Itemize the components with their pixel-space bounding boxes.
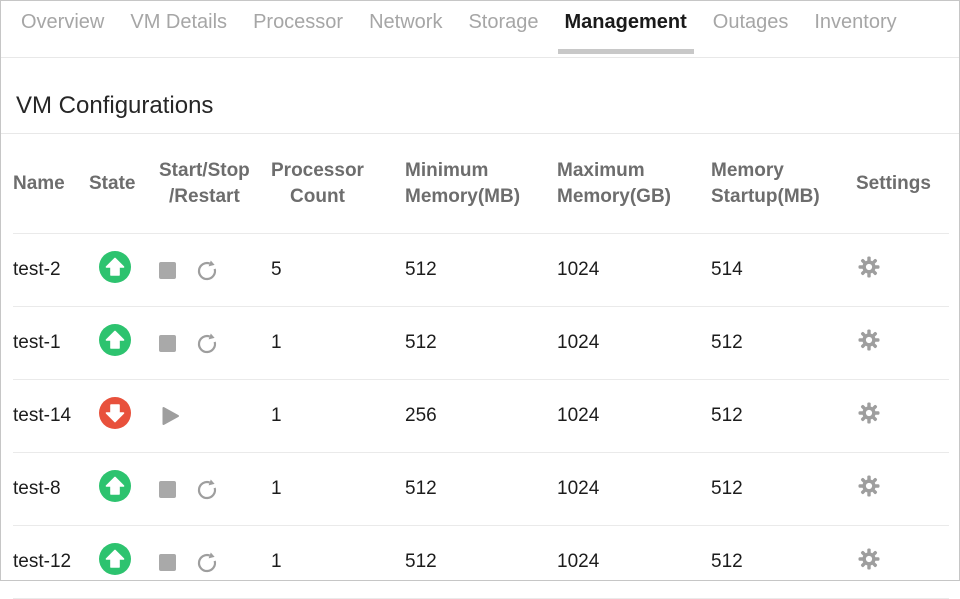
stop-icon[interactable] — [159, 480, 176, 498]
memory-startup-cell: 512 — [711, 525, 856, 599]
arrow-up-circle-icon — [99, 543, 131, 575]
gear-icon[interactable] — [858, 475, 880, 497]
column-header-settings: Settings — [856, 134, 949, 234]
tab-processor[interactable]: Processor — [253, 11, 344, 33]
gear-icon[interactable] — [858, 329, 880, 351]
memory-startup-cell: 512 — [711, 306, 856, 380]
maximum-memory-cell: 1024 — [557, 233, 711, 307]
maximum-memory-cell: 1024 — [557, 452, 711, 526]
vm-state-cell — [89, 525, 159, 599]
tab-network[interactable]: Network — [369, 11, 443, 33]
vm-name: test-14 — [13, 405, 72, 426]
restart-icon[interactable] — [195, 331, 219, 355]
tab-storage[interactable]: Storage — [468, 11, 539, 33]
vm-settings-cell — [856, 379, 949, 453]
maximum-memory-cell: 1024 — [557, 525, 711, 599]
vm-name: test-12 — [13, 551, 72, 572]
restart-icon[interactable] — [195, 550, 219, 574]
vm-settings-cell — [856, 233, 949, 307]
tab-bar: Overview VM Details Processor Network Storag… — [1, 1, 959, 58]
vm-name: test-8 — [13, 478, 61, 499]
memory-startup-cell: 514 — [711, 233, 856, 307]
minimum-memory-cell: 512 — [405, 306, 557, 380]
arrow-up-circle-icon — [99, 470, 131, 502]
play-icon[interactable] — [159, 404, 181, 428]
vm-actions-cell — [159, 452, 271, 526]
processor-count-cell: 1 — [271, 306, 405, 380]
memory-startup-cell: 512 — [711, 452, 856, 526]
processor-count-cell: 1 — [271, 525, 405, 599]
vm-name: test-2 — [13, 259, 61, 280]
minimum-memory-cell: 256 — [405, 379, 557, 453]
tab-management[interactable]: Management — [557, 1, 695, 57]
vm-settings-cell — [856, 306, 949, 380]
maximum-memory-cell: 1024 — [557, 379, 711, 453]
vm-name-cell: test-8 — [13, 452, 89, 526]
arrow-down-circle-icon — [99, 397, 131, 429]
vm-name-cell: test-14 — [13, 379, 89, 453]
vm-actions-cell — [159, 306, 271, 380]
memory-startup-cell: 512 — [711, 379, 856, 453]
column-header-state: State — [89, 134, 159, 234]
vm-name-cell: test-2 — [13, 233, 89, 307]
arrow-up-circle-icon — [99, 324, 131, 356]
tab-overview[interactable]: Overview — [21, 11, 105, 33]
vm-name-cell: test-12 — [13, 525, 89, 599]
vm-state-cell — [89, 233, 159, 307]
maximum-memory-cell: 1024 — [557, 306, 711, 380]
vm-name: test-1 — [13, 332, 61, 353]
stop-icon[interactable] — [159, 334, 176, 352]
restart-icon[interactable] — [195, 477, 219, 501]
gear-icon[interactable] — [858, 548, 880, 570]
minimum-memory-cell: 512 — [405, 525, 557, 599]
vm-state-cell — [89, 379, 159, 453]
stop-icon[interactable] — [159, 553, 176, 571]
vm-actions-cell — [159, 379, 271, 453]
processor-count-cell: 1 — [271, 452, 405, 526]
processor-count-cell: 1 — [271, 379, 405, 453]
stop-icon[interactable] — [159, 261, 176, 279]
restart-icon[interactable] — [195, 258, 219, 282]
title-section: VM Configurations — [1, 58, 959, 134]
vm-settings-cell — [856, 452, 949, 526]
vm-state-cell — [89, 306, 159, 380]
gear-icon[interactable] — [858, 402, 880, 424]
gear-icon[interactable] — [858, 256, 880, 278]
tab-vm-details[interactable]: VM Details — [130, 11, 228, 33]
column-header-start-stop-restart: Start/Stop/Restart — [159, 134, 271, 234]
column-header-name: Name — [13, 134, 89, 234]
tab-inventory[interactable]: Inventory — [814, 11, 897, 33]
vm-state-cell — [89, 452, 159, 526]
vm-settings-cell — [856, 525, 949, 599]
page-title: VM Configurations — [16, 92, 214, 119]
vm-name-cell: test-1 — [13, 306, 89, 380]
minimum-memory-cell: 512 — [405, 452, 557, 526]
vm-actions-cell — [159, 525, 271, 599]
processor-count-cell: 5 — [271, 233, 405, 307]
arrow-up-circle-icon — [99, 251, 131, 283]
vm-actions-cell — [159, 233, 271, 307]
tab-outages[interactable]: Outages — [712, 11, 789, 33]
minimum-memory-cell: 512 — [405, 233, 557, 307]
